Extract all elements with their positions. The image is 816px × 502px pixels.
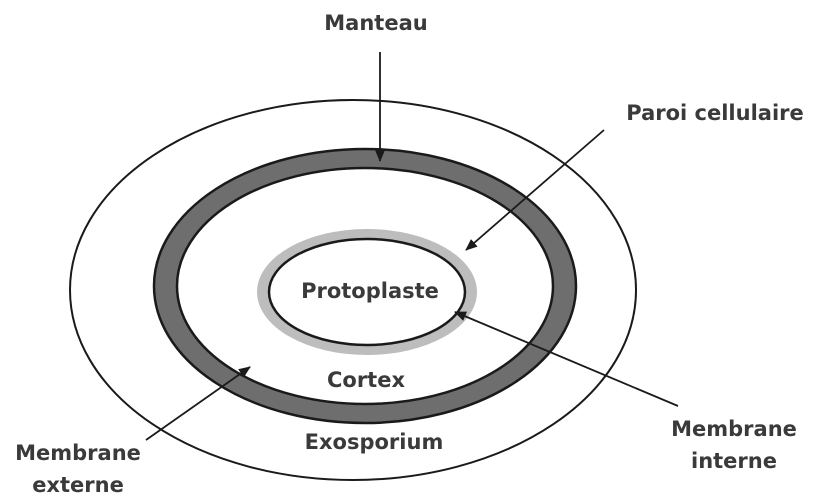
exosporium-label: Exosporium (305, 430, 444, 454)
protoplaste-label: Protoplaste (301, 279, 439, 303)
membrane-interne-label-line1: Membrane (671, 417, 797, 441)
membrane-externe-label-line1: Membrane (15, 441, 141, 465)
membrane-externe-label-line2: externe (32, 473, 124, 497)
manteau-label: Manteau (324, 11, 427, 35)
paroi-cellulaire-label: Paroi cellulaire (626, 101, 804, 125)
membrane-interne-label-line2: interne (691, 449, 777, 473)
cortex-label: Cortex (327, 368, 405, 392)
